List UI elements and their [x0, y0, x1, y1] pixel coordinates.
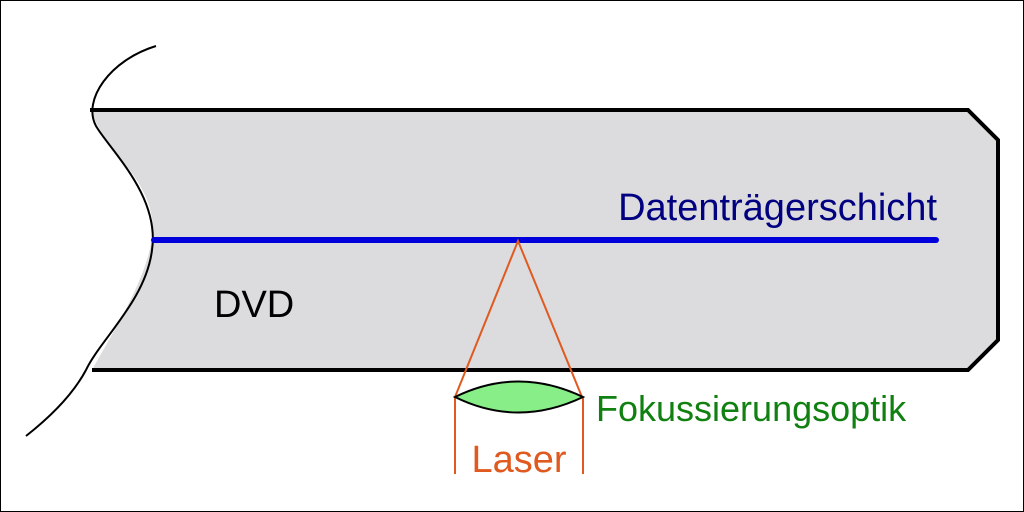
disc-label: DVD	[214, 284, 294, 326]
laser-beam	[454, 238, 583, 398]
laser-label: Laser	[471, 439, 566, 481]
optics-label: Fokussierungsoptik	[596, 388, 907, 429]
focusing-lens	[452, 380, 586, 414]
data-layer-label: Datenträgerschicht	[618, 187, 937, 229]
disc-break-curve	[25, 45, 157, 437]
dvd-disc-outline	[90, 108, 1000, 372]
